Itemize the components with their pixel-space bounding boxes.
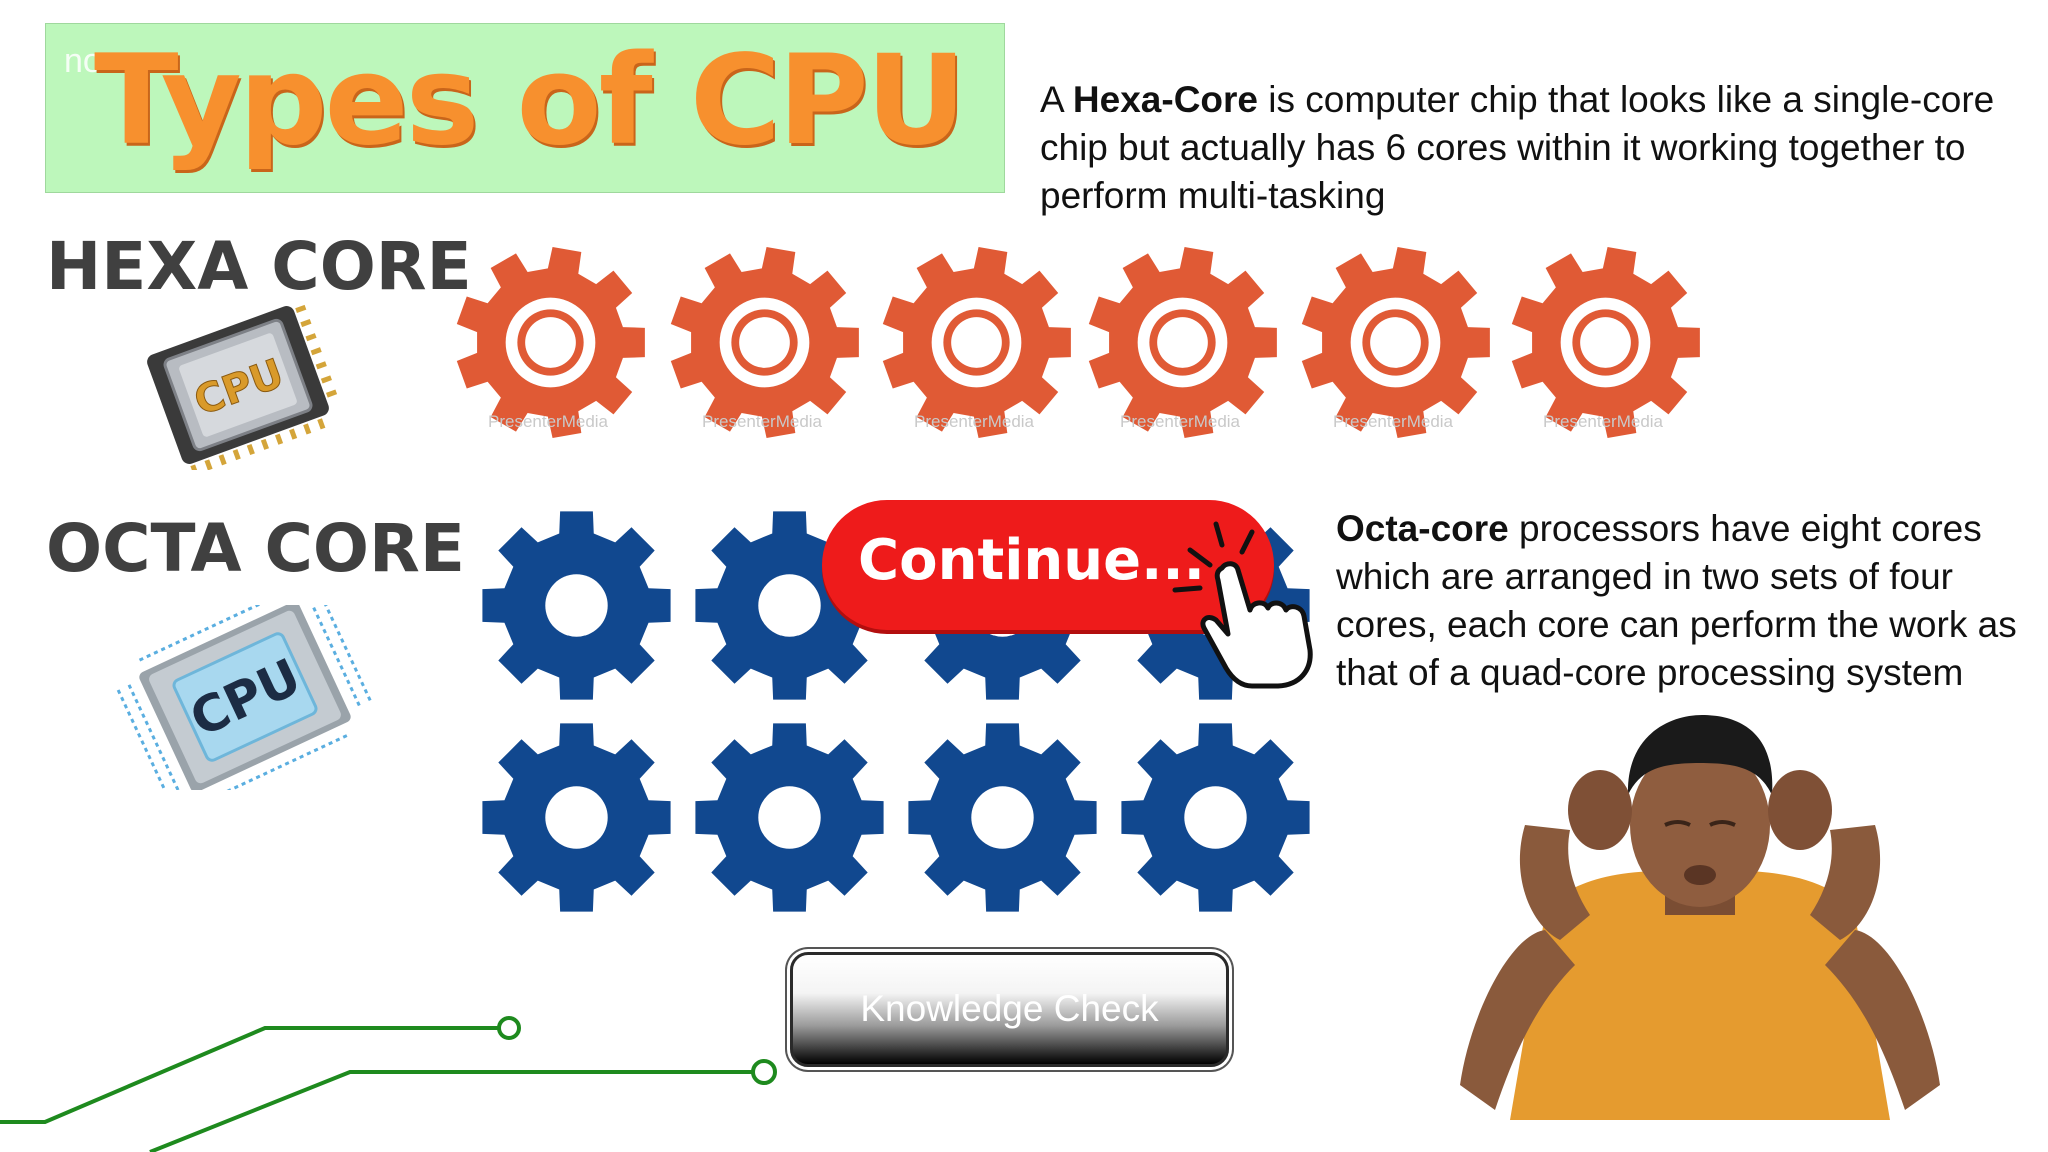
hexa-gear-icon bbox=[1301, 246, 1490, 439]
continue-button-label: Continue... bbox=[858, 528, 1205, 593]
presentermedia-watermark: PresenterMedia bbox=[1543, 412, 1664, 431]
hexa-gear-icon bbox=[670, 246, 859, 439]
hexa-gear-icon bbox=[1088, 246, 1277, 439]
presentermedia-watermark: PresenterMedia bbox=[702, 412, 823, 431]
presentermedia-watermark: PresenterMedia bbox=[1333, 412, 1454, 431]
presentermedia-watermark: PresenterMedia bbox=[914, 412, 1035, 431]
octa-gear-icon bbox=[482, 723, 671, 912]
continue-button[interactable]: Continue... bbox=[822, 500, 1274, 630]
hexa-desc-term: Hexa-Core bbox=[1072, 79, 1258, 120]
pointing-hand-icon bbox=[1172, 521, 1313, 689]
hexa-core-label: HEXA CORE bbox=[46, 228, 472, 305]
hexa-gear-icon bbox=[456, 246, 645, 439]
circuit-trace-decoration bbox=[0, 1016, 777, 1152]
hexa-desc-text: is computer chip that looks like a singl… bbox=[1040, 79, 1995, 216]
knowledge-check-button[interactable]: Knowledge Check bbox=[790, 952, 1229, 1067]
octa-gear-icon bbox=[1121, 723, 1310, 912]
octa-cpu-chip-icon: CPU bbox=[116, 605, 374, 790]
octa-desc-text: processors have eight cores which are ar… bbox=[1336, 508, 2017, 693]
octa-gear-icon bbox=[695, 723, 884, 912]
presentermedia-watermark: PresenterMedia bbox=[488, 412, 609, 431]
hexa-gear-icon bbox=[1511, 246, 1700, 439]
octa-core-label: OCTA CORE bbox=[46, 510, 465, 587]
title-banner: none Types of CPU bbox=[45, 23, 1005, 193]
octa-desc-term: Octa-core bbox=[1336, 508, 1509, 549]
presenter-person-image bbox=[1460, 715, 1940, 1120]
hexa-gear-icon bbox=[882, 246, 1071, 439]
page-title: Types of CPU bbox=[94, 29, 966, 173]
title-ghost-text: none bbox=[64, 42, 140, 80]
hexa-cpu-chip-icon: CPU bbox=[147, 304, 338, 470]
presentermedia-watermark: PresenterMedia bbox=[1120, 412, 1241, 431]
octa-gear-icon bbox=[908, 723, 1097, 912]
knowledge-check-label: Knowledge Check bbox=[860, 988, 1159, 1029]
hexa-desc-prefix: A bbox=[1040, 79, 1073, 120]
octa-gear-icon bbox=[482, 511, 671, 700]
hexa-core-description: A Hexa-Core is computer chip that looks … bbox=[1040, 76, 2000, 220]
octa-core-description: Octa-core processors have eight cores wh… bbox=[1336, 505, 2042, 697]
